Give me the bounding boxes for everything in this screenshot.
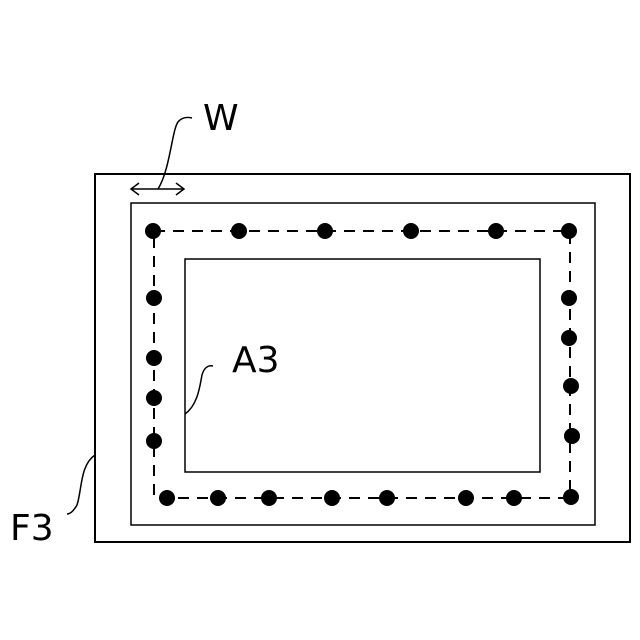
dot bbox=[379, 490, 395, 506]
w-leader-line bbox=[158, 117, 192, 189]
dot bbox=[563, 489, 579, 505]
dot bbox=[210, 490, 226, 506]
width-arrow bbox=[131, 183, 184, 195]
dot-group bbox=[145, 223, 580, 506]
dot bbox=[324, 490, 340, 506]
dot bbox=[146, 433, 162, 449]
band-rectangle bbox=[131, 203, 595, 525]
a3-leader-line bbox=[185, 366, 213, 414]
dot bbox=[146, 290, 162, 306]
dot bbox=[145, 223, 161, 239]
dot bbox=[561, 290, 577, 306]
label-a3: A3 bbox=[232, 340, 280, 381]
dot bbox=[561, 223, 577, 239]
dot bbox=[458, 490, 474, 506]
f3-leader-line bbox=[67, 455, 95, 514]
dot bbox=[564, 428, 580, 444]
dot bbox=[488, 223, 504, 239]
label-w: W bbox=[203, 98, 239, 139]
dot bbox=[159, 490, 175, 506]
dot bbox=[561, 330, 577, 346]
dot bbox=[146, 350, 162, 366]
dot bbox=[506, 490, 522, 506]
dot bbox=[231, 223, 247, 239]
dot bbox=[563, 378, 579, 394]
outer-frame bbox=[95, 174, 630, 542]
dot bbox=[403, 223, 419, 239]
dot bbox=[146, 390, 162, 406]
dot bbox=[317, 223, 333, 239]
dot bbox=[261, 490, 277, 506]
dashed-path bbox=[154, 231, 570, 498]
label-f3: F3 bbox=[10, 508, 54, 549]
